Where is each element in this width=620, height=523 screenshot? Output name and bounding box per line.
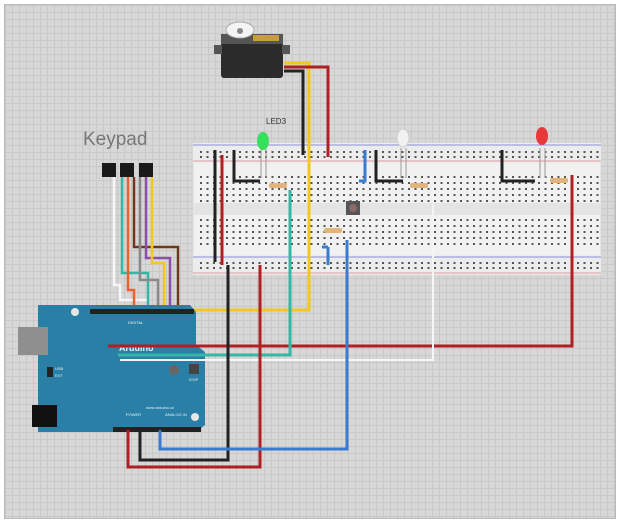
wire-analog[interactable]: [158, 240, 349, 451]
resistors[interactable]: [269, 178, 568, 233]
svg-text:ICSP: ICSP: [189, 377, 199, 382]
led-white[interactable]: [396, 128, 410, 178]
reset-button[interactable]: [169, 365, 179, 375]
wire-5v[interactable]: [126, 265, 262, 469]
breadboard[interactable]: [192, 142, 602, 276]
keypad-wires: [112, 177, 180, 310]
power-jack: [32, 405, 57, 427]
wire-white-led[interactable]: [120, 188, 434, 361]
arduino-board[interactable]: Arduino DIGITAL www.arduino.cc POWER ANA…: [18, 305, 205, 432]
svg-text:USB: USB: [55, 366, 64, 371]
breadboard-wires: [213, 150, 535, 265]
led3-label: LED3: [266, 117, 287, 126]
svg-text:EXT: EXT: [55, 373, 63, 378]
keypad-label: Keypad: [83, 129, 147, 150]
wire-red-led[interactable]: [108, 175, 574, 348]
usb-port: [18, 327, 48, 355]
arduino-logo: Arduino: [119, 343, 154, 353]
svg-text:POWER: POWER: [126, 412, 141, 417]
led-red[interactable]: [536, 127, 548, 178]
servo-motor[interactable]: [214, 21, 290, 78]
wire-black[interactable]: [284, 69, 305, 155]
breadboard-holes: [200, 151, 599, 269]
wire-teal-led[interactable]: [118, 190, 292, 357]
svg-text:www.arduino.cc: www.arduino.cc: [146, 405, 174, 410]
pushbutton[interactable]: [346, 201, 360, 215]
circuit-wires: [108, 175, 574, 469]
wire-yellow[interactable]: [140, 61, 311, 312]
servo-wires: [140, 61, 330, 312]
svg-text:ANALOG IN: ANALOG IN: [165, 412, 187, 417]
led-green[interactable]: [257, 132, 269, 178]
wire-gnd[interactable]: [138, 265, 230, 462]
keypad-connectors[interactable]: [102, 163, 153, 177]
wire-red[interactable]: [284, 65, 330, 157]
svg-text:DIGITAL: DIGITAL: [128, 320, 144, 325]
